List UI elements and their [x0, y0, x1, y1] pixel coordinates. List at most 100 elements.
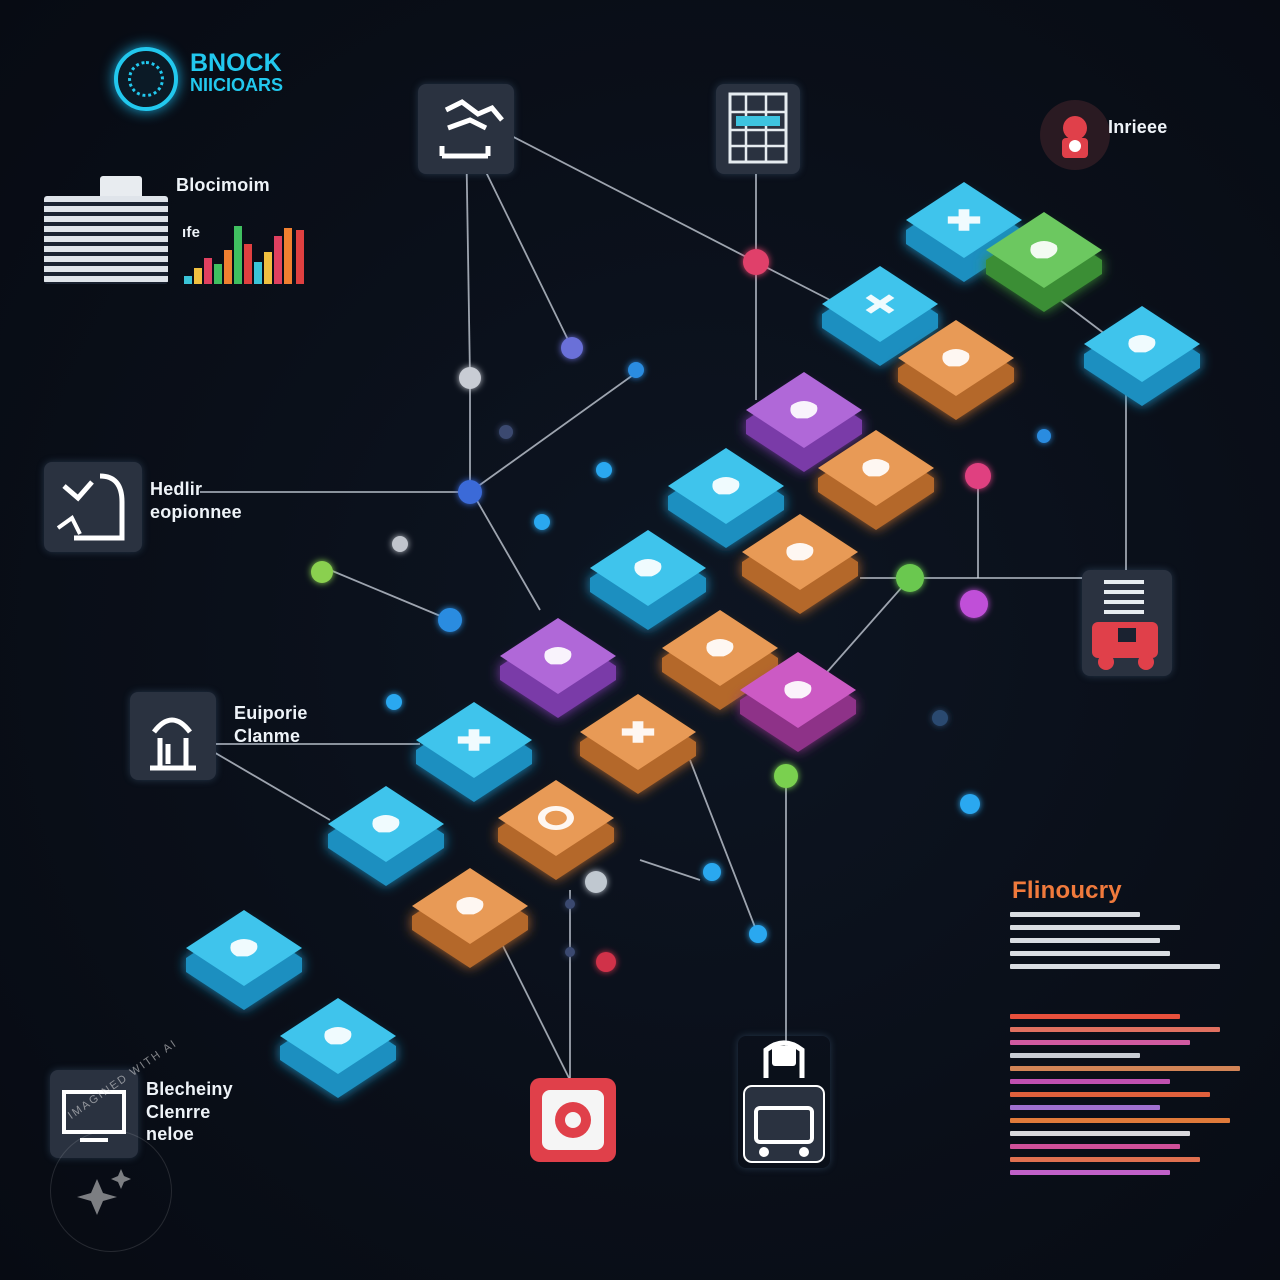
label-mid-left: Hedlir eopionnee: [150, 478, 242, 523]
security-camera-icon: [530, 1078, 616, 1162]
brand-title: BNOCK: [190, 49, 282, 77]
hand-icon: [706, 639, 734, 657]
flower-icon: [456, 897, 484, 915]
connector-line: [471, 491, 541, 611]
circle-icon: [537, 806, 574, 830]
box-icon: [862, 459, 890, 477]
brand-subtitle: NIICIOARS: [190, 75, 284, 96]
node-dot: [960, 590, 988, 618]
tile: [590, 530, 706, 630]
luggage-lock-icon: [738, 1036, 830, 1168]
hand-icon: [942, 349, 970, 367]
tree-icon: [1030, 241, 1058, 259]
document-stack-icon: [44, 176, 168, 284]
ledger-grid-icon: [716, 84, 800, 174]
notes-text-block-lower: [1010, 1014, 1250, 1183]
animal-icon: [712, 477, 740, 495]
node-dot: [960, 794, 980, 814]
node-dot: [386, 694, 402, 710]
chart-bar: [184, 276, 192, 284]
connector-line: [819, 577, 911, 681]
node-dot: [565, 947, 575, 957]
mini-bar-chart: [184, 226, 304, 284]
brand-logo-icon: [114, 47, 178, 111]
node-dot: [932, 710, 948, 726]
node-dot: [585, 871, 607, 893]
brand: BNOCK NIICIOARS: [190, 50, 283, 95]
alert-node-icon: [1040, 100, 1110, 170]
node-dots: [311, 249, 1051, 972]
node-dot: [565, 899, 575, 909]
label-bottom-left-2: Clenrre: [146, 1101, 211, 1122]
node-dot: [749, 925, 767, 943]
node-dot: [392, 536, 408, 552]
chart-bar: [254, 262, 262, 284]
plus-icon: [457, 729, 491, 751]
tile: [742, 514, 858, 614]
connector-line: [499, 129, 757, 263]
node-dot: [774, 764, 798, 788]
connector-line: [689, 759, 761, 941]
label-bottom-left-3: neloe: [146, 1124, 195, 1144]
plus-icon: [621, 721, 655, 743]
tile: [818, 430, 934, 530]
tile: [500, 618, 616, 718]
label-lower-left: Euiporie Clanme: [234, 702, 308, 747]
plus-icon: [947, 209, 981, 231]
puzzle-icon: [544, 647, 572, 665]
node-dot: [596, 952, 616, 972]
label-bottom-left: Blecheiny Clenrre neloe: [146, 1078, 233, 1146]
node-dot: [896, 564, 924, 592]
tile: [580, 694, 696, 794]
chart-bar: [234, 226, 242, 284]
label-mid-left-1: Hedlir: [150, 479, 203, 499]
connector-line: [329, 569, 451, 621]
node-dot: [499, 425, 513, 439]
notes-text-block-upper: [1010, 912, 1250, 977]
chat-icon: [1128, 335, 1156, 353]
tile-grid: [186, 182, 1200, 1098]
connector-line: [483, 167, 573, 349]
label-lower-left-1: Euiporie: [234, 703, 308, 723]
node-dot: [743, 249, 769, 275]
node-dot: [438, 608, 462, 632]
chart-bar: [244, 244, 252, 284]
tile: [822, 266, 938, 366]
chart-bar: [194, 268, 202, 284]
tile: [328, 786, 444, 886]
vehicle-icon: [1082, 570, 1172, 676]
connector-line: [639, 859, 701, 881]
connector-line: [499, 939, 571, 1081]
chart-bar: [264, 252, 272, 284]
chart-bar: [224, 250, 232, 284]
label-mid-left-2: eopionnee: [150, 501, 242, 522]
node-dot: [311, 561, 333, 583]
watermark-badge: [50, 1130, 172, 1252]
tile: [412, 868, 528, 968]
tile: [498, 780, 614, 880]
fish-icon: [634, 559, 662, 577]
chart-bar: [274, 236, 282, 284]
chart-tag: ıfe: [182, 224, 201, 241]
tile: [280, 998, 396, 1098]
node-dot: [459, 367, 481, 389]
connector-line: [755, 261, 831, 301]
notes-title: Flinoucry: [1012, 877, 1122, 904]
building-icon: [130, 692, 216, 780]
tile-top: [498, 780, 614, 856]
label-bottom-left-1: Blecheiny: [146, 1079, 233, 1099]
node-dot: [1037, 429, 1051, 443]
node-dot: [596, 462, 612, 478]
connector-line: [199, 743, 331, 821]
label-lower-left-2: Clanme: [234, 725, 301, 746]
label-top-left: Blocimoim: [176, 175, 270, 195]
tile: [1084, 306, 1200, 406]
tile: [662, 610, 778, 710]
tile: [668, 448, 784, 548]
connector-line: [469, 369, 641, 493]
tile: [186, 910, 302, 1010]
animal-icon: [372, 815, 400, 833]
node-dot: [534, 514, 550, 530]
tile: [416, 702, 532, 802]
